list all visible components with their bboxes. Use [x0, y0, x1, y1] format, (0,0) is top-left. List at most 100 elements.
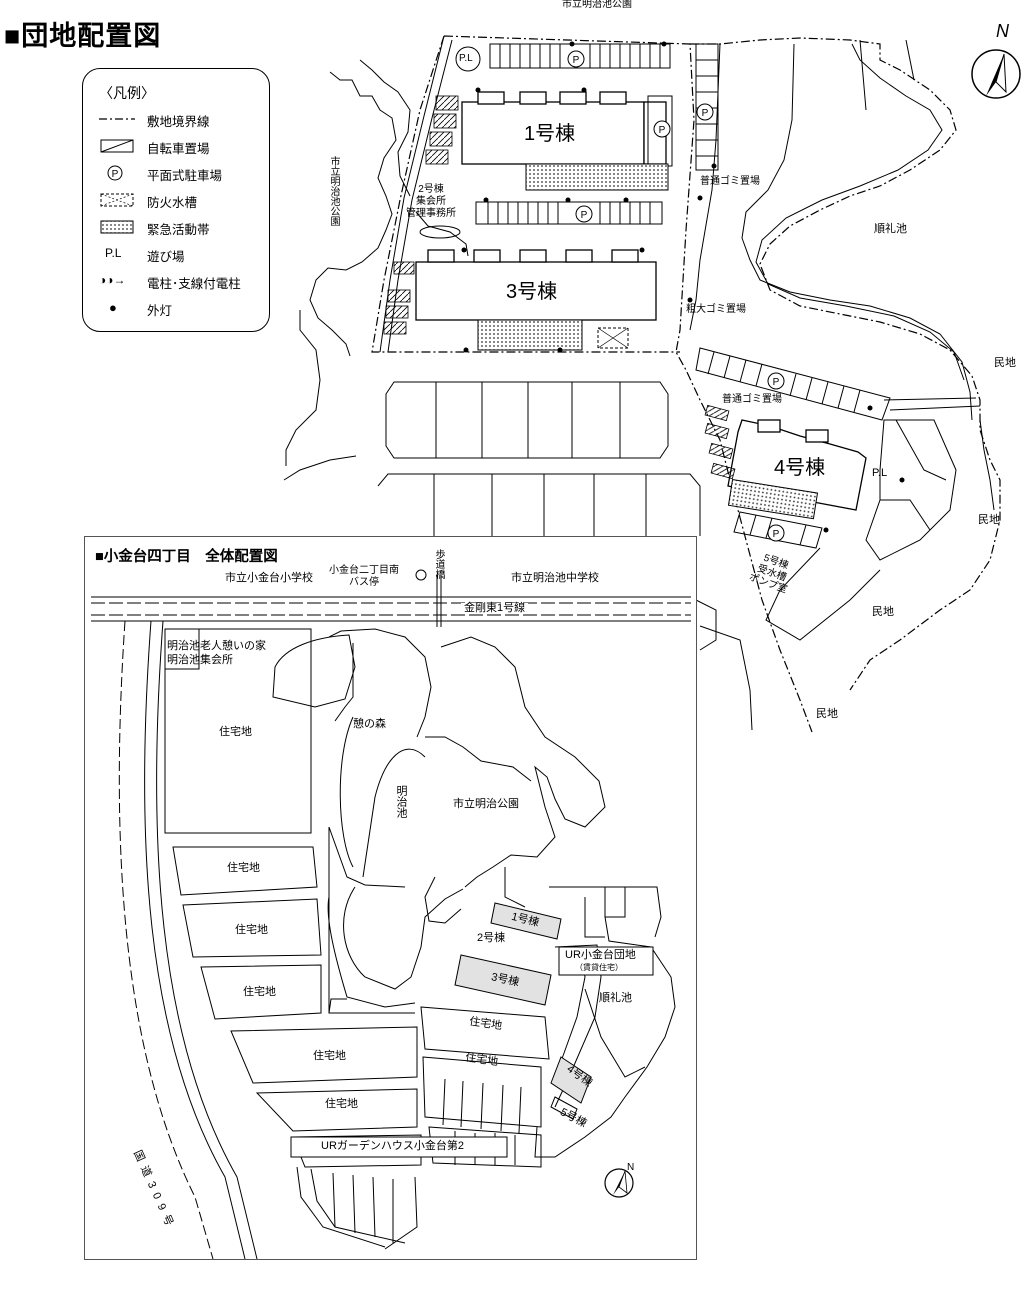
inset-title: ■小金台四丁目 全体配置図 [95, 549, 278, 565]
legend: 〈凡例〉 敷地境界線 自転車置場 P 平面式駐車場 防火水槽 緊急活動帯 P.L… [82, 68, 270, 332]
legend-item-fire-tank: 防火水槽 [95, 190, 265, 210]
parking-icon [653, 120, 671, 138]
boundary-line-icon [99, 118, 135, 120]
inset-ur-buildings [454, 902, 592, 1120]
parking-icon [567, 50, 585, 68]
legend-item-pole: ◑◑→ 電柱･支線付電柱 [99, 273, 241, 291]
legend-item-boundary: 敷地境界線 [95, 109, 265, 129]
label-private-3: 民地 [872, 606, 894, 618]
inset-label-b2: 2号棟 [477, 932, 506, 944]
inset-label-residential-6: 住宅地 [325, 1098, 358, 1110]
label-building-2: 2号棟 集会所 管理事務所 [406, 184, 456, 219]
svg-text:P: P [112, 169, 119, 180]
inset-label-bus-stop: 小金台二丁目南 バス停 [329, 565, 399, 588]
inset-label-ur-sub: （賃貸住宅） [575, 963, 623, 972]
street-light-icon: ● [109, 300, 117, 315]
inset-building-4 [550, 1056, 592, 1104]
inset-label-footbridge: 歩道橋 [433, 549, 444, 579]
legend-item-bicycle: 自転車置場 [95, 136, 265, 156]
inset-linework [91, 569, 691, 1259]
label-playground-1: P.L [459, 53, 473, 64]
legend-item-light: ● 外灯 [109, 300, 173, 318]
inset-building-5 [550, 1096, 578, 1120]
inset-label-school-2: 市立明治池中学校 [511, 572, 599, 584]
bus-stop-icon [415, 569, 427, 581]
parking-glyph: P [659, 125, 666, 136]
parking-row-middle [475, 201, 663, 225]
playground-icon: P.L [105, 246, 122, 260]
parking-glyph: P [773, 377, 780, 388]
building-1 [461, 91, 667, 165]
parking-icon [767, 524, 785, 542]
label-park-top: 市立明治池公園 [562, 0, 632, 10]
inset-north-arrow-icon [604, 1168, 634, 1198]
label-park-left: 市立明治池公園 [328, 156, 339, 226]
terrain-contours [283, 59, 411, 481]
ur-label-box [558, 946, 654, 976]
parking-icon [767, 372, 785, 390]
inset-label-residential-4: 住宅地 [243, 986, 276, 998]
inset-label-forest: 憩の森 [353, 718, 386, 730]
label-garbage-1: 普通ゴミ置場 [700, 176, 760, 187]
label-building-3: 3号棟 [506, 281, 558, 303]
parking-icon: P [107, 165, 123, 181]
parking-icon [575, 205, 593, 223]
south-parking [377, 381, 753, 731]
bicycle-parking-left [383, 95, 459, 335]
label-private-1: 民地 [994, 357, 1016, 369]
playground-icon [455, 46, 481, 72]
inset-label-road: 金剛東1号線 [461, 603, 529, 614]
label-building-4: 4号棟 [774, 457, 826, 479]
utility-pole-icon: ◑◑→ [99, 273, 126, 287]
emergency-zone-1 [525, 163, 669, 191]
parking-glyph: P [773, 529, 780, 540]
inset-label-pond: 順礼池 [599, 992, 632, 1004]
label-pond: 順礼池 [874, 223, 907, 235]
label-garbage-3: 普通ゴミ置場 [722, 394, 782, 405]
garden-house-box [290, 1136, 508, 1158]
parking-icon [696, 103, 714, 121]
inset-label-school-1: 市立小金台小学校 [225, 572, 313, 584]
inset-map: ■小金台四丁目 全体配置図 市立小金台小学校 小金台二丁目南 バス停 歩道橋 市… [84, 536, 697, 1260]
building-3 [415, 249, 657, 321]
legend-item-emergency: 緊急活動帯 [95, 217, 265, 237]
label-building-1: 1号棟 [524, 123, 576, 145]
label-private-4: 民地 [816, 708, 838, 720]
inset-label-elderly-house: 明治池老人憩いの家 明治池集会所 [167, 640, 266, 667]
inset-label-park: 市立明治公園 [453, 798, 519, 810]
bicycle-parking-icon [100, 139, 134, 153]
label-playground-2: P.L [872, 467, 888, 479]
parking-glyph: P [581, 210, 588, 221]
inset-label-residential-1: 住宅地 [219, 726, 252, 738]
inset-label-residential-5: 住宅地 [313, 1050, 346, 1062]
emergency-zone-icon [100, 220, 134, 234]
site-boundary [443, 35, 813, 733]
parking-row-b4 [695, 347, 891, 549]
emergency-zone-3 [727, 479, 819, 520]
inset-building-1 [490, 902, 562, 940]
parking-glyph: P [573, 55, 580, 66]
inset-label-meiji-pond: 明治池 [395, 785, 407, 818]
emergency-zone-2 [477, 319, 583, 351]
parking-row-top [489, 43, 671, 69]
parking-glyph: P [702, 108, 709, 119]
inset-north-label: N [627, 1162, 635, 1173]
street-lights [461, 41, 905, 533]
inset-label-residential-2: 住宅地 [227, 862, 260, 874]
label-garbage-2: 粗大ゴミ置場 [686, 304, 746, 315]
inset-label-ur: UR小金台団地 [565, 949, 636, 961]
parking-markers [455, 46, 785, 542]
legend-title: 〈凡例〉 [99, 85, 155, 101]
legend-item-playground: P.L 遊び場 [105, 246, 185, 264]
inset-label-garden-house: URガーデンハウス小金台第2 [321, 1140, 465, 1152]
legend-item-parking: P 平面式駐車場 [95, 163, 265, 183]
label-private-2: 民地 [978, 514, 1000, 526]
inset-label-residential-3: 住宅地 [235, 924, 268, 936]
page-title: ■団地配置図 [4, 21, 162, 51]
inset-building-3 [454, 954, 552, 1006]
north-arrow-icon [971, 49, 1021, 99]
fire-water-tank-icon [100, 193, 134, 207]
north-label: N [996, 21, 1009, 41]
